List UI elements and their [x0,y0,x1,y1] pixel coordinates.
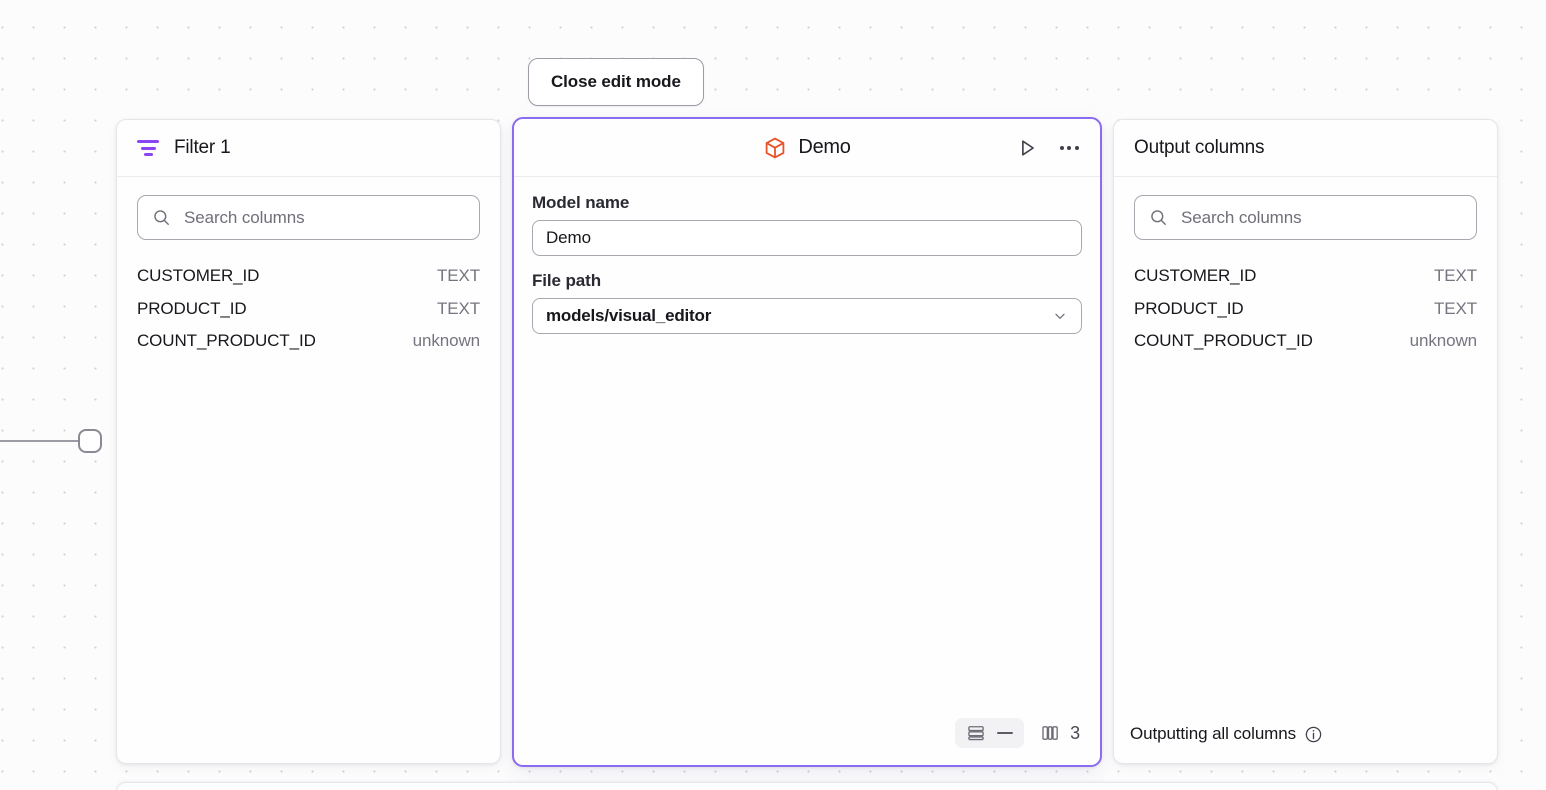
filter-panel-header: Filter 1 [117,120,500,177]
list-item[interactable]: CUSTOMER_ID TEXT [1134,260,1477,293]
search-icon [154,210,169,225]
demo-panel-title-group: Demo [763,136,851,160]
output-panel-body: Search columns CUSTOMER_ID TEXT PRODUCT_… [1114,177,1497,711]
file-path-value: models/visual_editor [546,306,712,325]
edge-connector-line [0,440,80,442]
list-item[interactable]: PRODUCT_ID TEXT [1134,293,1477,326]
file-path-select[interactable]: models/visual_editor [532,298,1082,334]
demo-panel-body: Model name Demo File path models/visual_… [514,177,1100,709]
output-panel-footer: Outputting all columns [1114,711,1497,763]
filter-icon [137,140,159,156]
list-item[interactable]: COUNT_PRODUCT_ID unknown [137,325,480,358]
output-panel-title: Output columns [1134,137,1265,158]
ellipsis-icon[interactable] [1055,134,1083,162]
info-icon[interactable] [1304,725,1323,744]
column-type: unknown [412,331,480,351]
column-type: TEXT [436,298,480,318]
list-item[interactable]: COUNT_PRODUCT_ID unknown [1134,325,1477,358]
filter-search-input[interactable]: Search columns [137,195,480,240]
columns-icon [1042,726,1058,740]
column-type: TEXT [1433,266,1477,285]
column-type: TEXT [1433,298,1477,318]
column-type: TEXT [436,266,480,285]
search-icon [1151,210,1166,225]
demo-panel-actions [1013,119,1083,176]
demo-panel-footer: 3 [514,709,1100,765]
model-name-label: Model name [532,193,630,212]
row-count-indicator[interactable] [955,718,1025,748]
column-name: PRODUCT_ID [137,298,247,318]
column-name: CUSTOMER_ID [137,266,260,285]
filter-panel-body: Search columns CUSTOMER_ID TEXT PRODUCT_… [117,177,500,763]
chevron-down-icon [1055,313,1065,319]
rows-icon [968,726,984,741]
output-column-list: CUSTOMER_ID TEXT PRODUCT_ID TEXT COUNT_P… [1134,260,1477,358]
column-type: unknown [1409,331,1477,351]
list-item[interactable]: CUSTOMER_ID TEXT [137,260,480,293]
demo-model-panel[interactable]: Demo Model name Demo File path models/vi… [512,117,1102,767]
outputting-status-text: Outputting all columns [1130,724,1296,743]
output-search-input[interactable]: Search columns [1134,195,1477,240]
column-name: COUNT_PRODUCT_ID [137,331,316,351]
column-count-value: 3 [1070,722,1080,743]
list-item[interactable]: PRODUCT_ID TEXT [137,293,480,326]
demo-panel-header: Demo [514,119,1100,177]
play-icon[interactable] [1013,134,1041,162]
filter-search-placeholder: Search columns [184,207,305,227]
filter-panel[interactable]: Filter 1 Search columns CUSTOMER_ID TEXT… [116,119,501,764]
cube-icon [766,137,785,158]
output-panel-header: Output columns [1114,120,1497,177]
output-columns-panel[interactable]: Output columns Search columns CUSTOMER_I… [1113,119,1498,764]
column-name: PRODUCT_ID [1134,298,1244,318]
row-count-value [997,732,1014,734]
filter-column-list: CUSTOMER_ID TEXT PRODUCT_ID TEXT COUNT_P… [137,260,480,358]
model-name-input[interactable]: Demo [532,220,1082,256]
demo-panel-title: Demo [798,136,851,158]
column-count-indicator[interactable]: 3 [1036,718,1084,749]
column-name: COUNT_PRODUCT_ID [1134,331,1313,351]
column-name: CUSTOMER_ID [1134,266,1257,285]
output-search-placeholder: Search columns [1181,207,1302,227]
bottom-partial-panel[interactable] [116,782,1498,790]
file-path-label: File path [532,271,601,290]
filter-panel-title: Filter 1 [174,137,231,158]
edge-connector-handle[interactable] [78,429,102,453]
close-edit-mode-button[interactable]: Close edit mode [528,58,704,106]
